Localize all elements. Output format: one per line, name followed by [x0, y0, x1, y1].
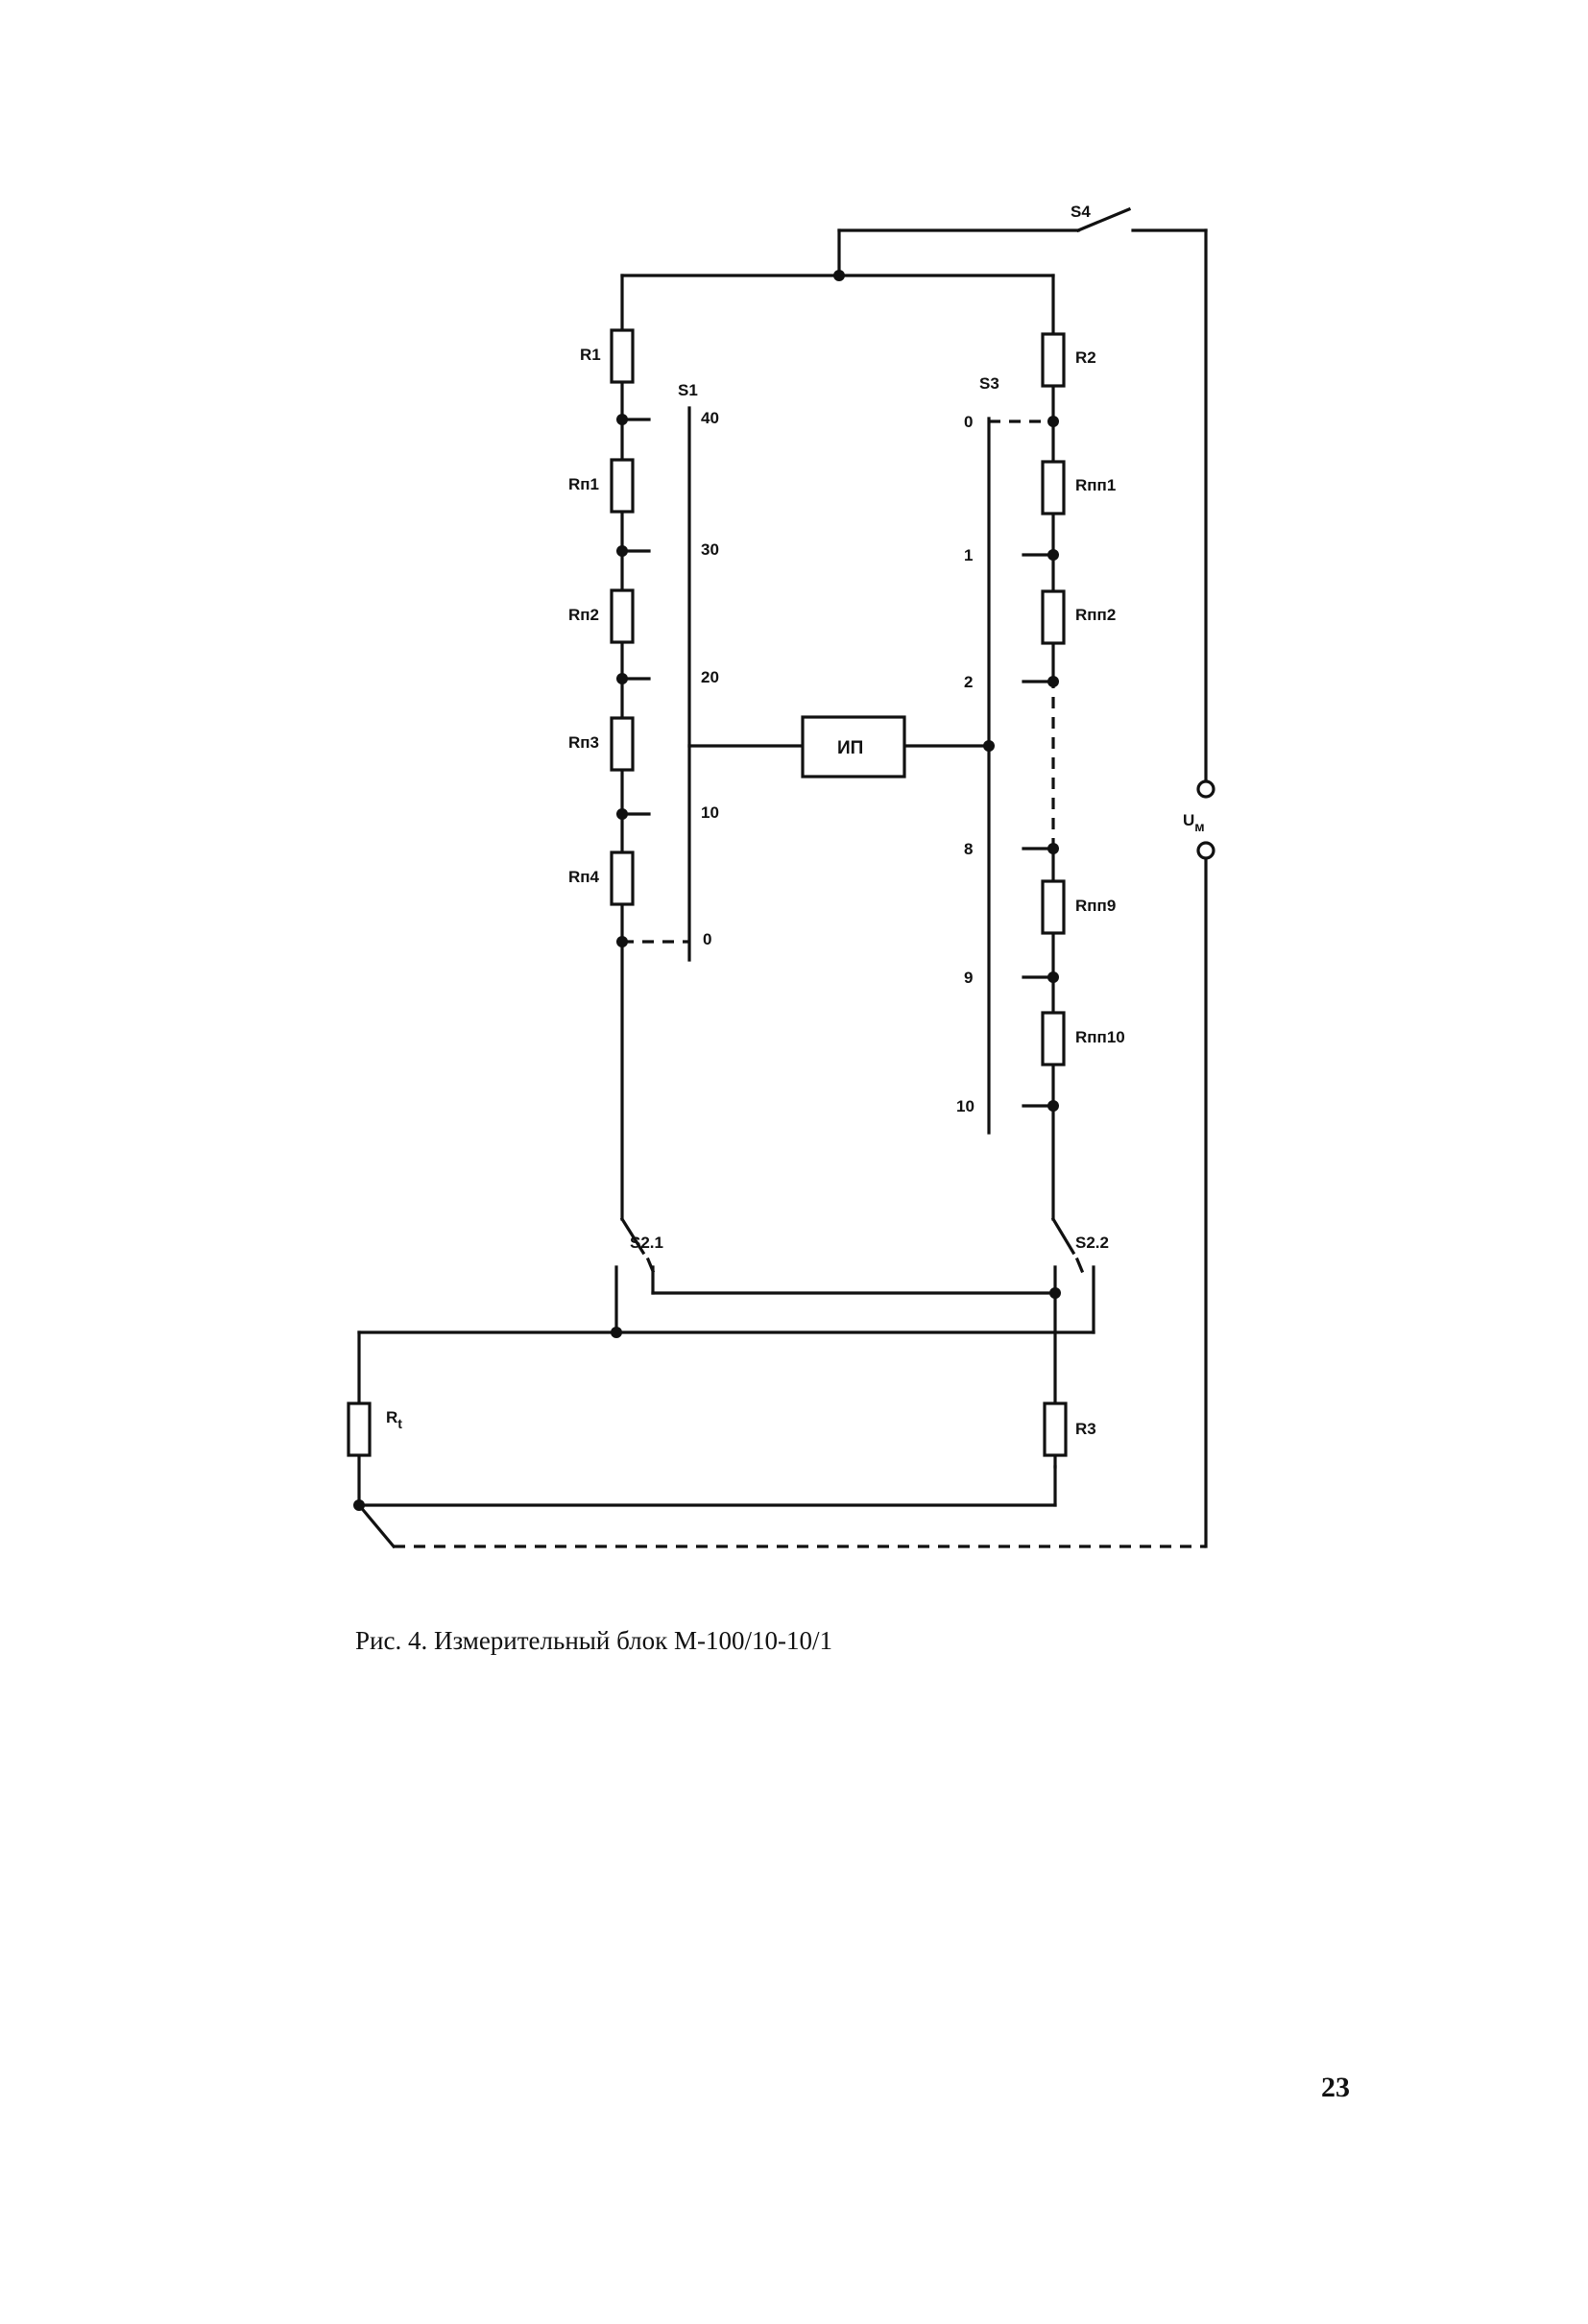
label-r3: R3 [1075, 1420, 1096, 1438]
switch-s4-blade [1075, 206, 1132, 233]
resistor-rp3 [610, 716, 635, 772]
resistor-rp1 [610, 458, 635, 514]
label-s3-pos-0: 0 [964, 413, 973, 431]
resistor-rt [347, 1402, 372, 1457]
page-number: 23 [1321, 2072, 1350, 2103]
label-rp4: Rп4 [568, 868, 600, 886]
labels: S4 R1 Rп1 Rп2 Rп3 Rп4 S1 40 30 20 10 0 R… [386, 203, 1205, 1438]
label-s1-pos-10: 10 [701, 803, 719, 822]
junction-top [833, 270, 845, 281]
label-s1-pos-30: 30 [701, 540, 719, 559]
label-s4: S4 [1071, 203, 1091, 221]
bottom-junctions [353, 1287, 1061, 1511]
label-s2-2: S2.2 [1075, 1234, 1109, 1252]
label-s3-pos-9: 9 [964, 969, 973, 987]
resistor-rpp1 [1041, 460, 1066, 515]
label-s2-1: S2.1 [630, 1234, 663, 1252]
label-s1: S1 [678, 381, 698, 399]
label-s1-pos-40: 40 [701, 409, 719, 427]
resistor-rp2 [610, 588, 635, 644]
terminal-um-top [1196, 779, 1215, 799]
resistor-rp4 [610, 851, 635, 906]
label-um: Uм [1183, 811, 1205, 834]
label-rp1: Rп1 [568, 475, 599, 493]
meter-box [801, 715, 906, 779]
figure-caption: Рис. 4. Измерительный блок М-100/10-10/1 [355, 1626, 833, 1655]
right-taps [989, 419, 1055, 1108]
resistor-r3 [1043, 1402, 1068, 1457]
left-junctions [616, 414, 628, 947]
junction-meter-s3 [983, 740, 995, 752]
label-rpp9: Rпп9 [1075, 897, 1116, 915]
label-rt: Rt [386, 1408, 402, 1431]
label-s3-pos-1: 1 [964, 546, 973, 564]
label-s3-pos-2: 2 [964, 673, 973, 691]
bottom-wiring [356, 854, 1208, 1549]
resistor-r1 [610, 328, 635, 384]
label-r2: R2 [1075, 348, 1096, 367]
right-junctions [1047, 416, 1059, 1112]
label-rpp1: Rпп1 [1075, 476, 1116, 494]
resistor-rpp10 [1041, 1011, 1066, 1066]
terminal-um-bottom [1196, 841, 1215, 860]
label-rp2: Rп2 [568, 606, 599, 624]
top-wiring [620, 228, 1208, 785]
label-meter: ИП [837, 738, 863, 758]
label-s3-pos-8: 8 [964, 840, 973, 858]
label-s1-pos-20: 20 [701, 668, 719, 686]
label-s3: S3 [979, 374, 999, 393]
resistor-rpp9 [1041, 879, 1066, 935]
label-s1-pos-0: 0 [703, 930, 711, 948]
label-r1: R1 [580, 346, 601, 364]
label-rpp2: Rпп2 [1075, 606, 1116, 624]
label-rp3: Rп3 [568, 733, 599, 752]
label-s3-pos-10: 10 [956, 1097, 974, 1115]
resistor-rpp2 [1041, 589, 1066, 645]
label-rpp10: Rпп10 [1075, 1028, 1125, 1046]
resistor-r2 [1041, 332, 1066, 388]
